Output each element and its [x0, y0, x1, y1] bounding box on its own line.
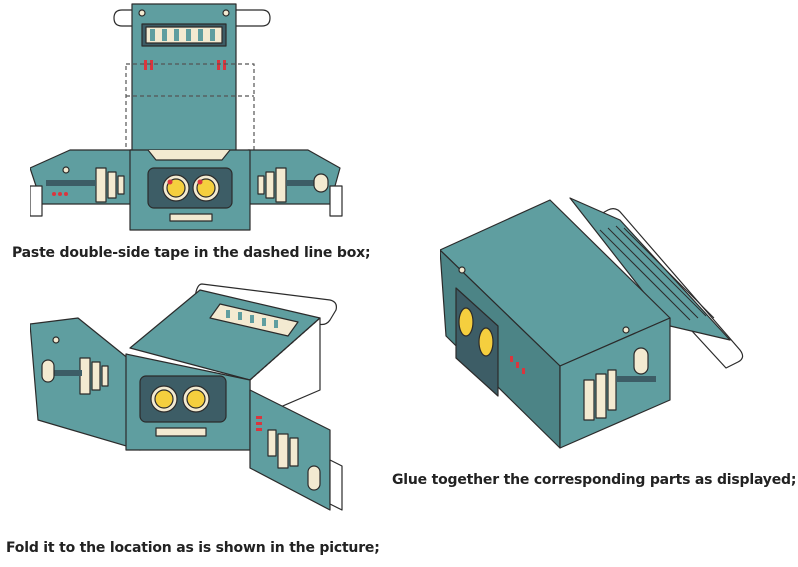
right-eye	[478, 327, 494, 357]
left-eye	[458, 307, 474, 337]
step-3-caption: Glue together the corresponding parts as…	[392, 472, 797, 488]
template-folded-illustration	[30, 283, 343, 511]
left-wing-panel	[30, 149, 133, 205]
assembled-box-illustration	[440, 197, 744, 449]
step-2-caption: Fold it to the location as is shown in t…	[6, 540, 380, 556]
template-flat-illustration	[30, 3, 343, 231]
step-1-caption: Paste double-side tape in the dashed lin…	[12, 245, 371, 261]
